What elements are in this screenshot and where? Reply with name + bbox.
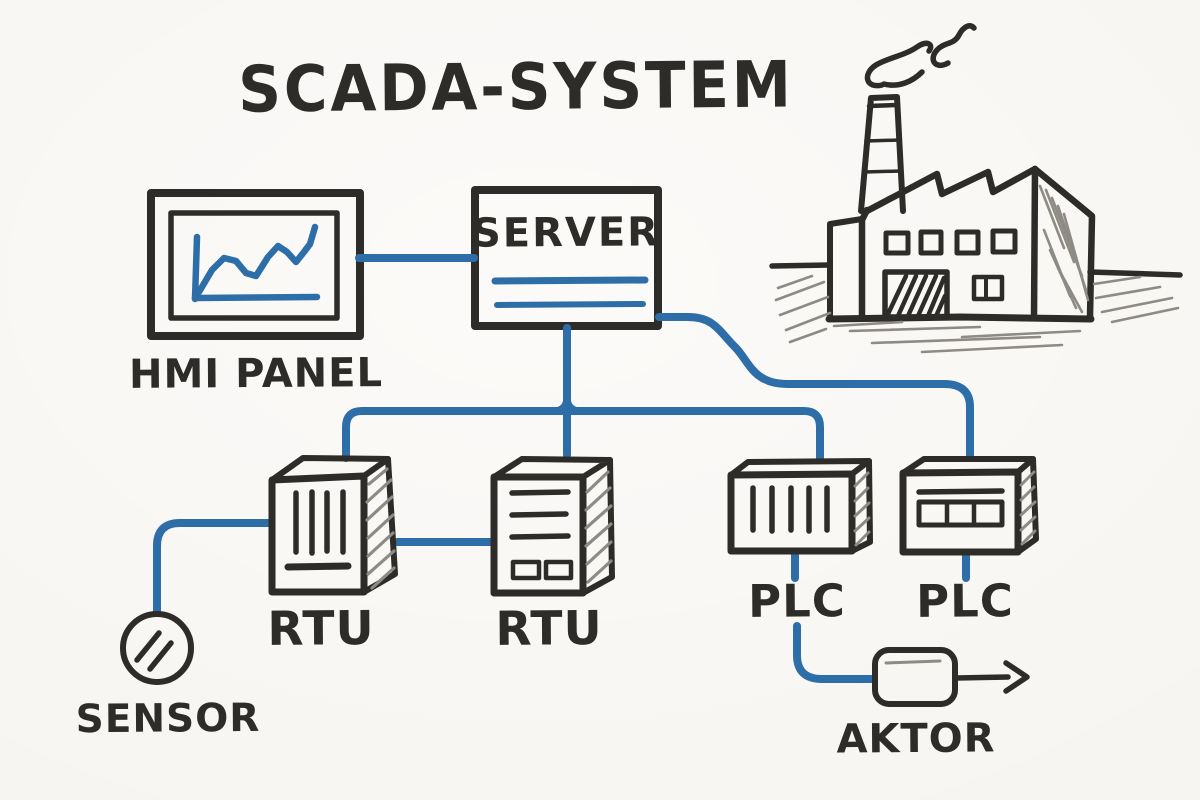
- hmi-panel-box: [147, 189, 364, 340]
- plc2-label: PLC: [915, 574, 1015, 628]
- plc2-terminal-strip: [916, 488, 1005, 528]
- diagram-title: SCADA-SYSTEM: [237, 48, 795, 128]
- server-data-line-2: [494, 301, 646, 308]
- sensor-label: SENSOR: [75, 695, 261, 743]
- wire-bus-rtu1-plc1: [342, 407, 824, 463]
- hmi-trend-chart-icon: [191, 223, 321, 303]
- rtu1-side-shading: [365, 467, 396, 590]
- factory-illustration-icon: [769, 23, 1183, 354]
- server-data-line-1: [491, 276, 649, 285]
- factory-side-shading: [1038, 184, 1090, 314]
- wire-sensor-rtu1: [153, 519, 274, 617]
- rtu2-front-slots: [509, 489, 574, 581]
- aktor-box: [872, 647, 1030, 707]
- plc1-side-shading: [853, 471, 871, 547]
- garage-hatch: [885, 273, 948, 319]
- aktor-sketch-line: [884, 659, 942, 665]
- rtu2-side-shading: [584, 470, 613, 584]
- hmi-panel-label: HMI PANEL: [128, 350, 384, 398]
- sensor-icon: [120, 611, 194, 685]
- output-arrow-icon: [953, 660, 1030, 694]
- wire-junction-fillet-right: [563, 392, 585, 415]
- wire-server-plc2: [655, 313, 974, 460]
- ground-shading: [774, 274, 1180, 354]
- server-label: SERVER: [471, 209, 661, 257]
- plc2-side-shading: [1019, 470, 1037, 546]
- wire-plc1-aktor: [793, 622, 876, 683]
- rtu2-label: RTU: [495, 601, 603, 657]
- rtu1-label: RTU: [267, 601, 375, 657]
- plc1-box: [727, 458, 873, 555]
- rtu1-box: [268, 455, 398, 596]
- network-wires: [153, 254, 974, 683]
- rtu2-box: [490, 456, 615, 597]
- aktor-label: AKTOR: [836, 715, 996, 763]
- plc1-front-slots: [750, 485, 830, 534]
- plc2-box: [899, 456, 1039, 556]
- plc1-label: PLC: [747, 574, 847, 628]
- rtu1-front-slots: [284, 489, 352, 571]
